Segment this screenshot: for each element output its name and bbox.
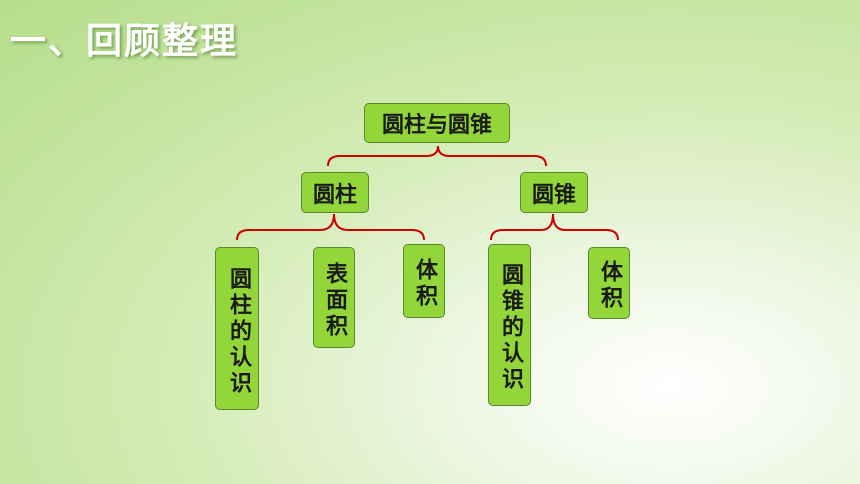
- cone-bracket: [490, 213, 619, 241]
- cylinder-surface-area-node: 表面积: [313, 247, 355, 348]
- root-node: 圆柱与圆锥: [364, 103, 510, 143]
- cylinder-bracket: [236, 213, 425, 241]
- cone-recognition-node: 圆锥的认识: [488, 244, 531, 406]
- cylinder-recognition-node: 圆柱的认识: [215, 247, 259, 410]
- cone-volume-node: 体积: [588, 247, 630, 319]
- root-bracket: [327, 145, 547, 167]
- cone-node: 圆锥: [520, 172, 588, 213]
- cylinder-node: 圆柱: [301, 172, 369, 213]
- cylinder-volume-node: 体积: [403, 244, 445, 318]
- page-title: 一、回顾整理: [10, 21, 239, 62]
